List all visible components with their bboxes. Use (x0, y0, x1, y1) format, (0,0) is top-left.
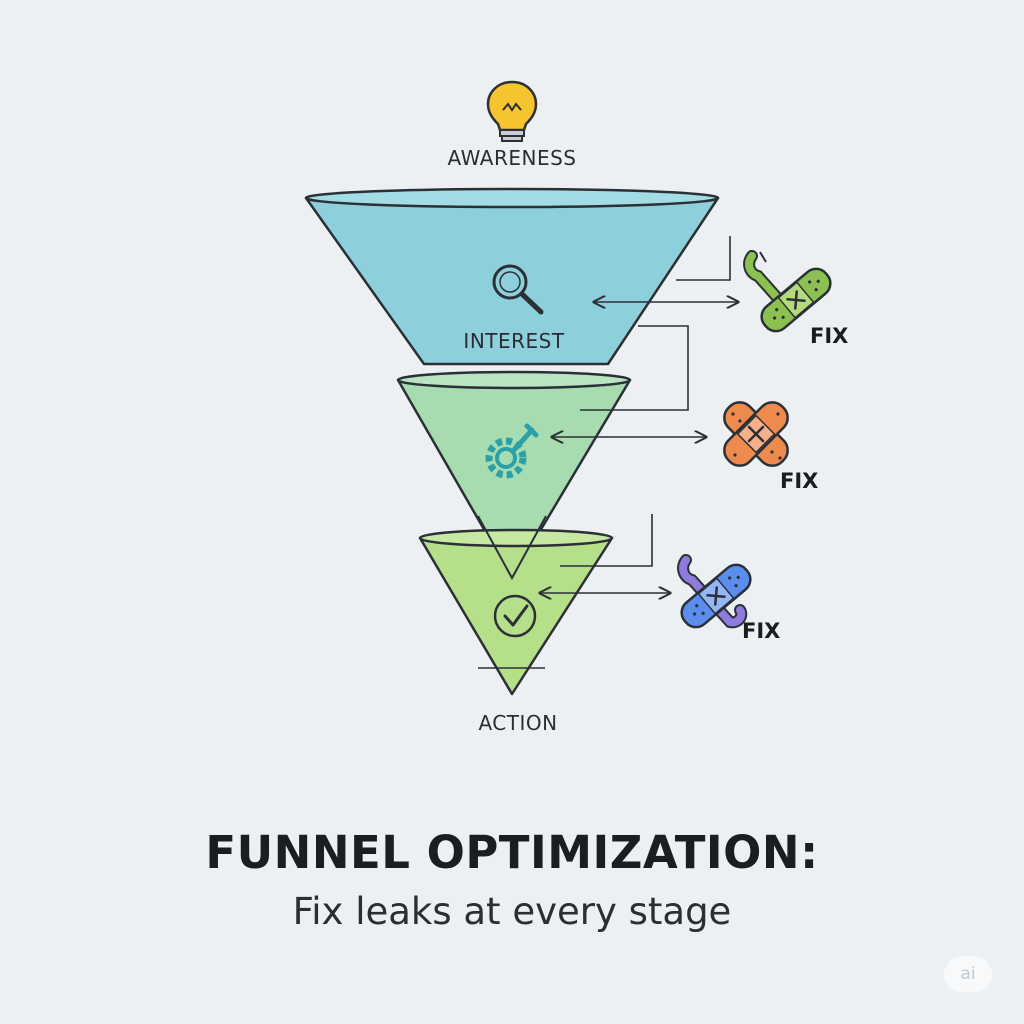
leak-connectors (540, 236, 738, 593)
checkmark-icon (493, 594, 537, 638)
crossed-bandage-icon (723, 401, 789, 467)
wrench-bandage-icon (743, 250, 832, 333)
funnel-stage-middle (396, 370, 632, 580)
lightbulb-icon (486, 80, 538, 142)
funnel-stage-bottom (418, 515, 614, 696)
wrench-gear-icon (485, 423, 539, 479)
wrench-bandage-icon (677, 554, 752, 629)
page-title: FUNNEL OPTIMIZATION: (205, 826, 819, 879)
fix-label-3: FIX (742, 619, 781, 643)
funnel-stage-top (304, 187, 720, 366)
stage-label-awareness: AWARENESS (447, 146, 577, 170)
stage-label-interest: INTEREST (463, 329, 565, 353)
stage-label-action: ACTION (478, 711, 558, 735)
fix-label-1: FIX (810, 324, 849, 348)
page-subtitle: Fix leaks at every stage (292, 890, 732, 933)
magnifier-icon (492, 264, 544, 315)
fix-label-2: FIX (780, 469, 819, 493)
ai-badge: ai (944, 956, 992, 992)
